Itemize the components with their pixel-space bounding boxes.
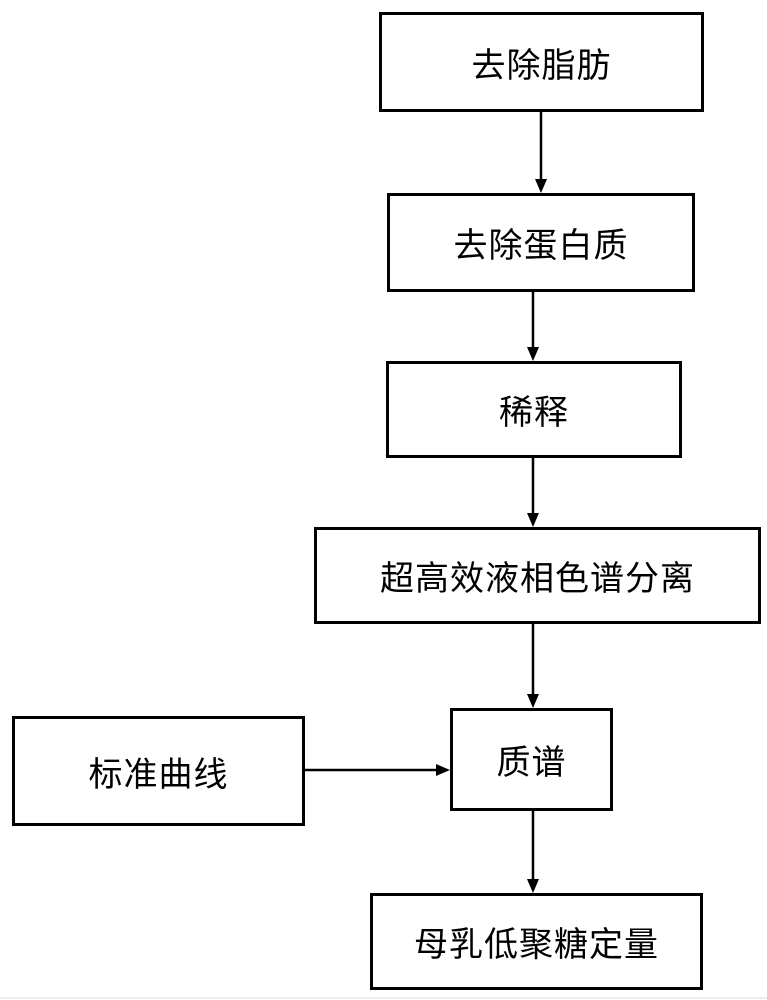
node-hmo-quantification: 母乳低聚糖定量 bbox=[370, 893, 703, 990]
edge-mass-spectrometry-to-hmo-quantification bbox=[527, 811, 539, 893]
node-dilution: 稀释 bbox=[386, 361, 682, 458]
node-remove-protein: 去除蛋白质 bbox=[387, 193, 695, 292]
arrowhead-icon bbox=[527, 347, 539, 361]
edge-remove-fat-to-remove-protein bbox=[535, 112, 547, 193]
edge-remove-protein-to-dilution bbox=[527, 292, 539, 361]
arrowhead-icon bbox=[527, 513, 539, 527]
edge-uhplc-separation-to-mass-spectrometry bbox=[527, 624, 539, 708]
node-label: 超高效液相色谱分离 bbox=[380, 559, 695, 599]
node-label: 母乳低聚糖定量 bbox=[414, 925, 659, 965]
node-label: 质谱 bbox=[496, 743, 567, 783]
node-standard-curve: 标准曲线 bbox=[12, 716, 305, 826]
edge-dilution-to-uhplc-separation bbox=[527, 458, 539, 527]
arrowhead-icon bbox=[535, 179, 547, 193]
arrowhead-icon bbox=[527, 694, 539, 708]
edge-standard-curve-to-mass-spectrometry bbox=[305, 764, 450, 776]
node-uhplc-separation: 超高效液相色谱分离 bbox=[314, 527, 761, 624]
node-label: 去除蛋白质 bbox=[453, 226, 629, 266]
node-label: 稀释 bbox=[499, 393, 569, 433]
node-mass-spectrometry: 质谱 bbox=[450, 708, 613, 811]
node-label: 标准曲线 bbox=[88, 754, 229, 795]
arrowhead-icon bbox=[527, 879, 539, 893]
node-label: 去除脂肪 bbox=[471, 45, 612, 86]
node-remove-fat: 去除脂肪 bbox=[379, 12, 704, 112]
arrowhead-icon bbox=[436, 764, 450, 776]
